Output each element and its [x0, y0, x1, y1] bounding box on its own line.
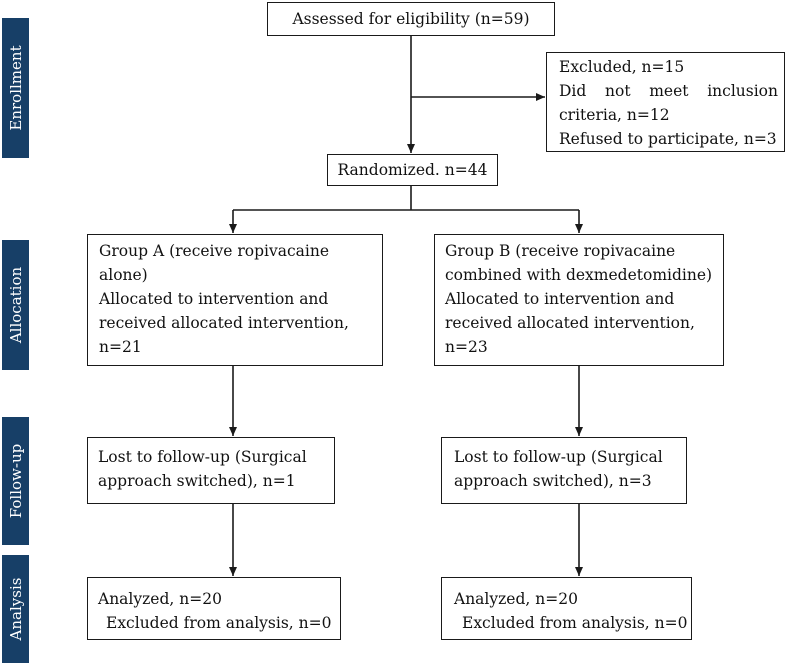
group-b-followup-box: Lost to follow-up (Surgical approach swi… [441, 437, 687, 504]
excluded-word: not [605, 82, 631, 100]
stage-bar-analysis: Analysis [2, 555, 29, 663]
assessed-box: Assessed for eligibility (n=59) [267, 2, 555, 36]
randomized-text: Randomized. n=44 [337, 161, 488, 179]
stage-bar-allocation: Allocation [2, 240, 29, 370]
excluded-reason-line: Did not meet inclusion [559, 79, 778, 103]
group-a-analysis-box: Analyzed, n=20 Excluded from analysis, n… [87, 577, 341, 640]
group-b-received: received allocated intervention, [445, 314, 695, 332]
group-a-allocation-box: Group A (receive ropivacaine alone) Allo… [87, 234, 383, 366]
group-a-title-cont: alone) [99, 266, 148, 284]
stage-bar-followup: Follow-up [2, 417, 29, 545]
group-a-received: received allocated intervention, [99, 314, 349, 332]
excluded-box: Excluded, n=15 Did not meet inclusion cr… [546, 52, 785, 152]
group-b-analysis-box: Analyzed, n=20 Excluded from analysis, n… [441, 577, 692, 640]
group-a-lost-reason: approach switched), n=1 [98, 472, 296, 490]
assessed-text: Assessed for eligibility (n=59) [292, 10, 530, 28]
group-b-lost-reason: approach switched), n=3 [454, 472, 652, 490]
group-a-excluded-analysis: Excluded from analysis, n=0 [106, 614, 332, 632]
group-b-title: Group B (receive ropivacaine [445, 242, 676, 260]
group-b-excluded-analysis: Excluded from analysis, n=0 [462, 614, 688, 632]
group-b-allocation-box: Group B (receive ropivacaine combined wi… [434, 234, 724, 366]
group-a-count: n=21 [99, 338, 142, 356]
group-a-lost: Lost to follow-up (Surgical [98, 448, 307, 466]
group-b-count: n=23 [445, 338, 488, 356]
group-b-allocated: Allocated to intervention and [445, 290, 675, 308]
excluded-word: Did [559, 82, 587, 100]
excluded-word: meet [649, 82, 689, 100]
excluded-criteria: criteria, n=12 [559, 106, 670, 124]
group-a-allocated: Allocated to intervention and [99, 290, 329, 308]
group-a-followup-box: Lost to follow-up (Surgical approach swi… [87, 437, 335, 504]
group-b-lost: Lost to follow-up (Surgical [454, 448, 663, 466]
excluded-total: Excluded, n=15 [559, 58, 685, 76]
excluded-refused: Refused to participate, n=3 [559, 130, 777, 148]
group-a-title: Group A (receive ropivacaine [99, 242, 330, 260]
excluded-word: inclusion [707, 82, 778, 100]
group-b-analyzed: Analyzed, n=20 [454, 590, 578, 608]
randomized-box: Randomized. n=44 [327, 154, 498, 186]
group-a-analyzed: Analyzed, n=20 [98, 590, 222, 608]
stage-bar-enrollment: Enrollment [2, 18, 29, 158]
group-b-title-cont: combined with dexmedetomidine) [445, 266, 713, 284]
